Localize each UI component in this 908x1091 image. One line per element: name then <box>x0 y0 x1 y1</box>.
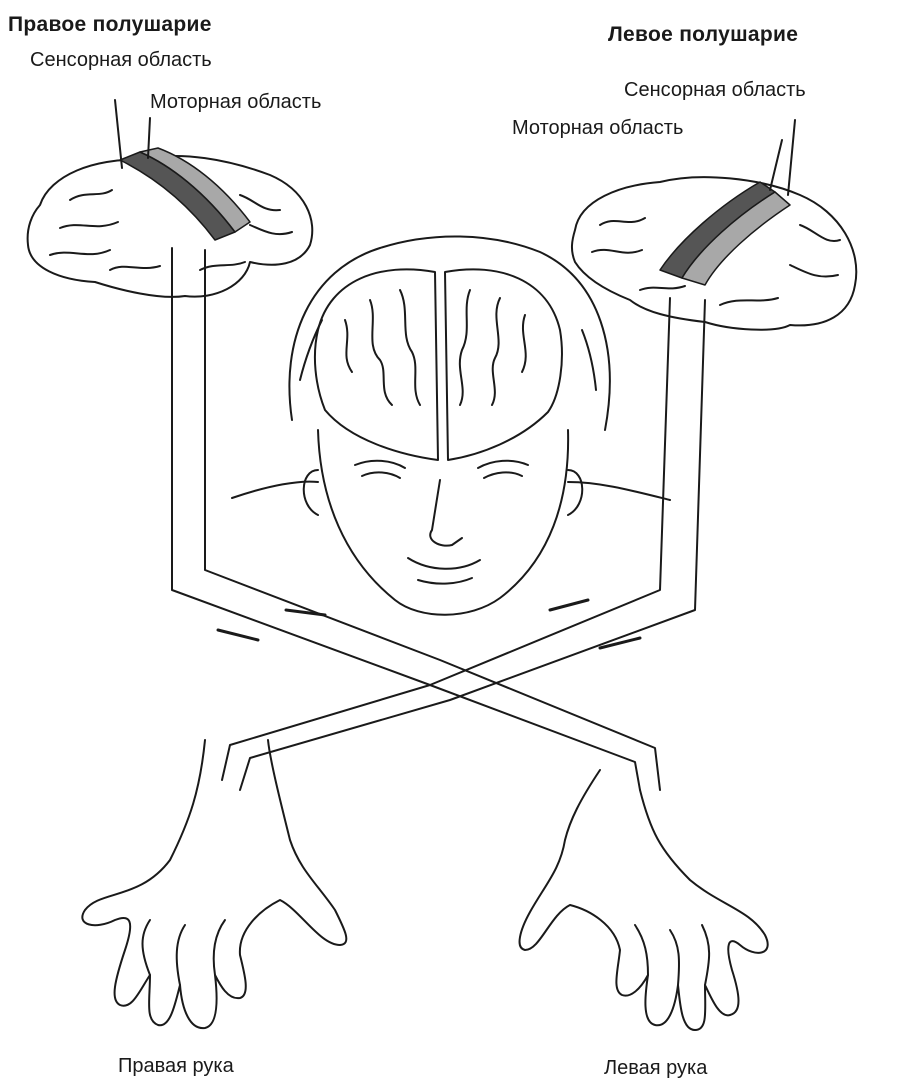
right-hand <box>82 740 346 1028</box>
left-hemisphere-title: Левое полушарие <box>608 24 798 45</box>
right-hemisphere-title: Правое полушарие <box>8 14 212 35</box>
left-sensory-area-label: Сенсорная область <box>624 80 806 100</box>
left-hand-label: Левая рука <box>604 1058 707 1078</box>
right-motor-area-label: Моторная область <box>150 92 321 112</box>
right-hand-label: Правая рука <box>118 1056 234 1076</box>
right-sensory-area-label: Сенсорная область <box>30 50 212 70</box>
head-illustration <box>232 236 670 614</box>
left-hand <box>520 770 768 1030</box>
right-hemisphere-brain <box>28 100 313 297</box>
left-motor-area-label: Моторная область <box>512 118 683 138</box>
left-hemisphere-brain <box>572 120 856 330</box>
neural-pathways <box>172 248 705 790</box>
